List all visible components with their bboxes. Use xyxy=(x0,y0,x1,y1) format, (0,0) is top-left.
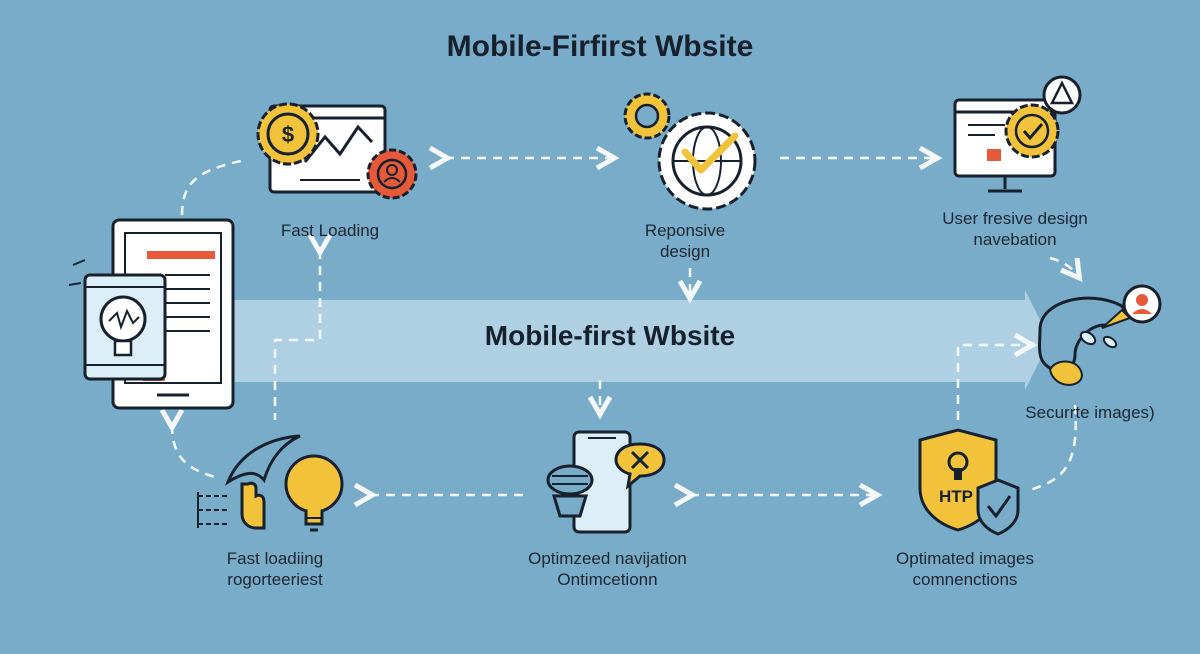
fast-loading-icon-group: $ xyxy=(256,102,418,200)
node-user-navigation-line2: navebation xyxy=(973,230,1057,249)
wing-shape xyxy=(224,434,301,486)
node-user-navigation-line1: User fresive design xyxy=(942,209,1088,228)
connector-left-up xyxy=(172,425,219,480)
node-secure-images: Securrte images) xyxy=(1025,403,1155,422)
optimated-images-icon-group: HTP xyxy=(918,428,1020,536)
connector-left-mid xyxy=(273,250,320,420)
lightbulb-icon xyxy=(99,295,147,357)
mobile-devices-icon-group xyxy=(68,218,235,410)
gear-person-icon xyxy=(366,148,418,200)
node-user-navigation: User fresive design navebation xyxy=(915,208,1115,250)
banner-title: Mobile-first Wbsite xyxy=(484,320,736,351)
connector-top-left xyxy=(180,158,246,216)
node-fast-loading-bottom-line2: rogorteeriest xyxy=(227,570,323,589)
node-responsive-design-line2: design xyxy=(659,242,711,261)
chat-bubble-icon xyxy=(1038,296,1132,386)
connector-right-in xyxy=(956,345,1030,420)
chat-x-icon xyxy=(614,442,666,490)
node-fast-loading-bottom: Fast loadiing rogorteeriest xyxy=(190,548,360,590)
node-fast-loading-top: Fast Loading xyxy=(280,221,380,240)
gear-dollar-icon: $ xyxy=(256,102,320,166)
node-responsive-design-line1: Reponsive xyxy=(644,221,726,240)
node-optimated-images-line2: comnenctions xyxy=(912,570,1018,589)
responsive-design-icon-group xyxy=(623,92,757,211)
user-avatar-icon xyxy=(1122,284,1162,324)
node-optimated-images: Optimated images comnenctions xyxy=(875,548,1055,590)
connector-right-down xyxy=(1049,256,1078,276)
optimized-navigation-icon-group xyxy=(546,430,666,534)
svg-text:$: $ xyxy=(282,122,294,147)
checkmark-icon xyxy=(681,132,739,174)
monitor-check-icon xyxy=(953,98,1060,193)
hand-icon xyxy=(197,481,266,530)
node-fast-loading-bottom-line1: Fast loadiing xyxy=(226,549,324,568)
gear-small-icon xyxy=(623,92,671,140)
lightbulb-icon xyxy=(284,454,344,532)
node-optimized-navigation: Optimzeed navijation Ontimcetionn xyxy=(500,548,715,590)
node-optimated-images-line1: Optimated images xyxy=(896,549,1034,568)
warning-triangle-icon xyxy=(1042,75,1082,115)
node-optimized-navigation-line2: Ontimcetionn xyxy=(557,570,658,589)
connector-right-loop xyxy=(1029,404,1078,492)
fast-loading-bottom-icon-group xyxy=(197,434,344,532)
node-responsive-design: Reponsive design xyxy=(600,220,770,262)
phone-robot-icon xyxy=(546,430,632,534)
shield-check-icon xyxy=(976,478,1020,536)
page-title: Mobile-Firfirst Wbsite xyxy=(446,30,754,63)
shield-badge-text: HTP xyxy=(939,487,973,506)
user-navigation-icon-group xyxy=(953,75,1082,193)
node-optimized-navigation-line1: Optimzeed navijation xyxy=(528,549,687,568)
banner-arrow xyxy=(230,290,1050,390)
secure-images-icon-group xyxy=(1038,284,1162,386)
